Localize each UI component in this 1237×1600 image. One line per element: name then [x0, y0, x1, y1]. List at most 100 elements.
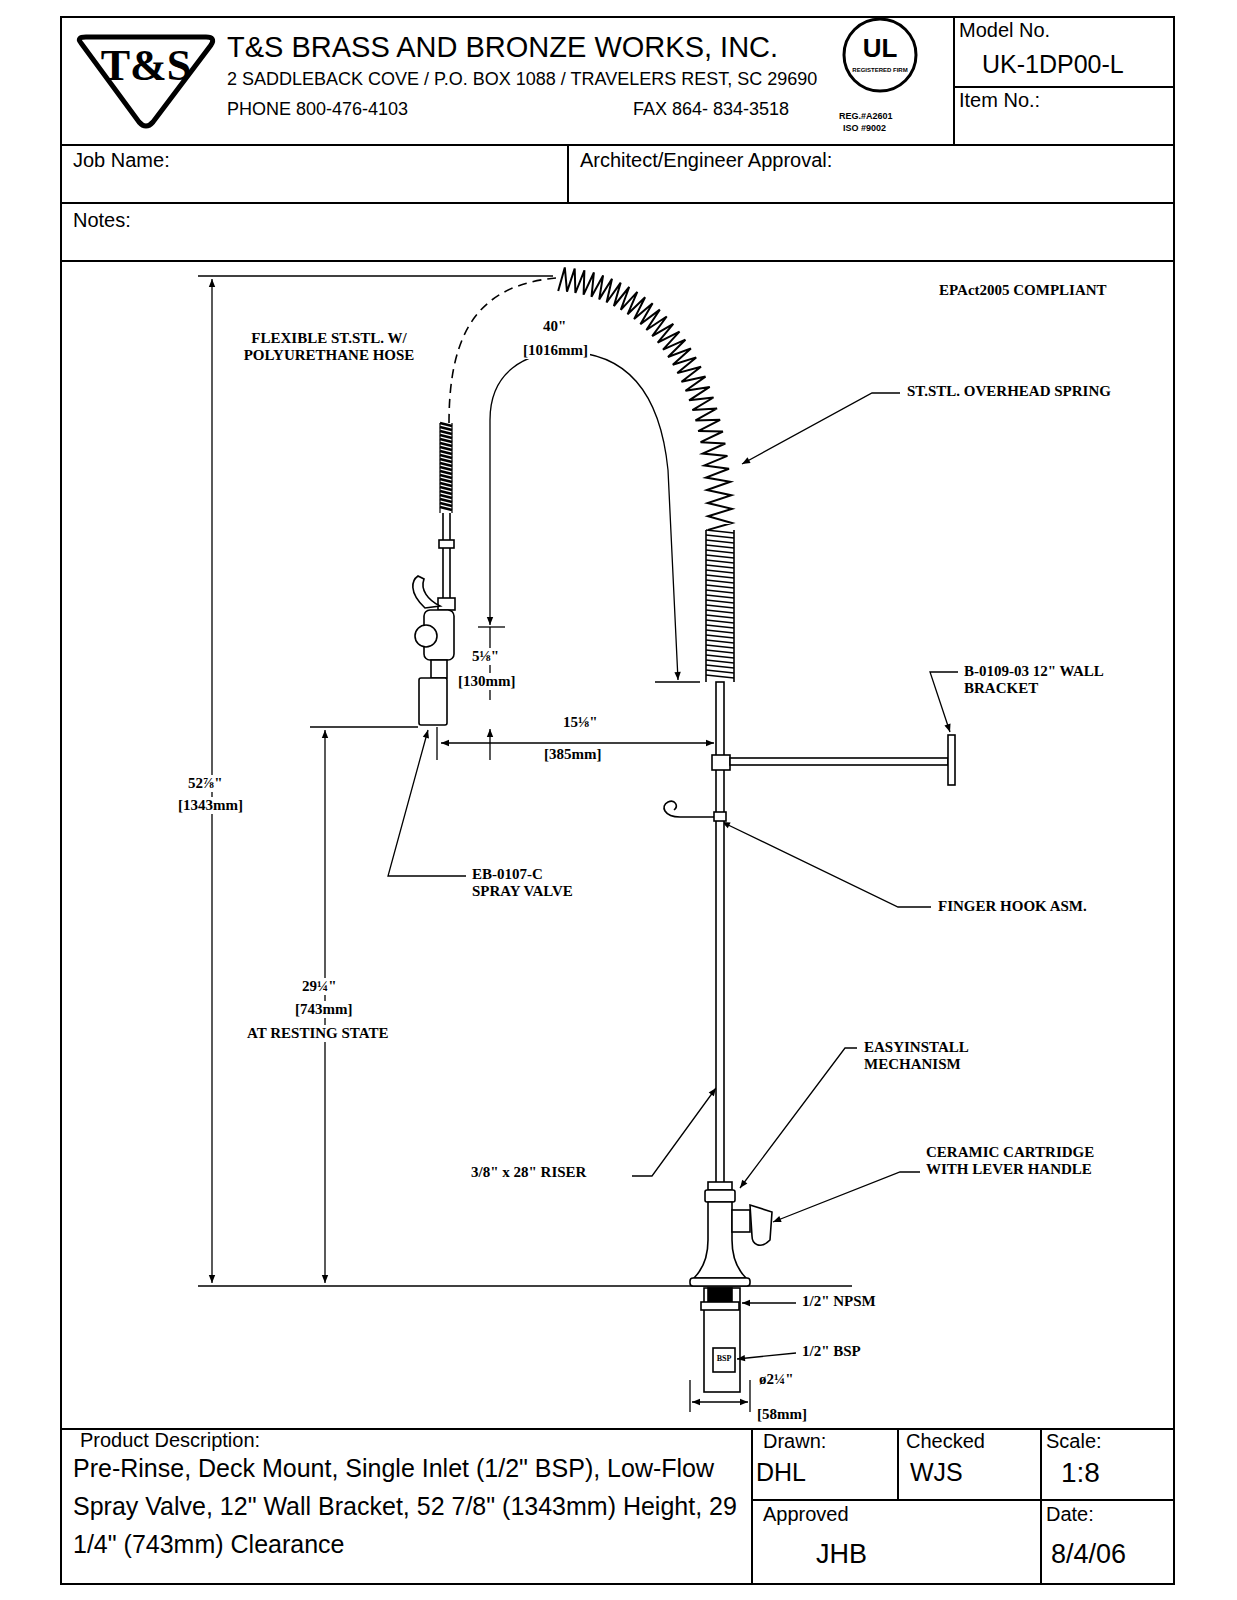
- drawing-part: [440, 491, 452, 494]
- drawing-part: [705, 1190, 735, 1202]
- drawing-part: [708, 1288, 732, 1302]
- drawing-part: [440, 443, 452, 446]
- drawing-part: [773, 1172, 920, 1222]
- text: Notes:: [73, 208, 131, 232]
- header-box: T&S BRASS AND BRONZE WORKS, INC.2 SADDLE…: [61, 17, 954, 145]
- drawing-part: [558, 267, 732, 530]
- drawing-part: [440, 459, 452, 462]
- drawing-part: [737, 1353, 796, 1359]
- drawing-part: [713, 1348, 735, 1372]
- dimension-metric: [58mm]: [755, 1406, 809, 1423]
- drawing-part: [706, 590, 734, 593]
- drawing-part: [706, 550, 734, 553]
- drawing-part: [440, 455, 452, 458]
- logo-text: T&S: [75, 40, 217, 93]
- company-name: T&S BRASS AND BRONZE WORKS, INC.: [227, 30, 778, 65]
- drawing-part: [706, 645, 734, 648]
- drawing-part: [706, 625, 734, 628]
- drawing-part: [388, 730, 466, 876]
- drawing-part: [692, 1401, 748, 1402]
- drawing-part: [1040, 1429, 1042, 1584]
- drawing-part: [706, 630, 734, 633]
- description: Pre-Rinse, Deck Mount, Single Inlet (1/2…: [73, 1449, 741, 1563]
- drawing-part: [61, 144, 1174, 146]
- drawing-part: [310, 726, 418, 727]
- part-label: ST.STL. OVERHEAD SPRING: [905, 383, 1113, 400]
- drawing-part: [740, 1048, 857, 1188]
- drawing-part: [442, 513, 444, 605]
- dimension-metric: [743mm]: [293, 1001, 354, 1018]
- drawing-part: [706, 615, 734, 618]
- drawing-part: [440, 451, 452, 454]
- drawing-part: [706, 605, 734, 608]
- drawing-part: [440, 503, 452, 506]
- drawing-part: [489, 729, 490, 760]
- thread-label: 1/2" NPSM: [800, 1293, 878, 1310]
- drawing-part: [706, 570, 734, 573]
- drawing-part: [431, 660, 447, 678]
- drawing-part: [415, 625, 437, 647]
- drawing-part: [706, 610, 734, 613]
- drawing-part: [655, 681, 700, 682]
- text: JHB: [816, 1538, 867, 1570]
- drawing-part: [706, 555, 734, 558]
- bsp-marking: BSP: [713, 1354, 735, 1364]
- text: Scale:: [1046, 1429, 1102, 1453]
- drawing-part: [954, 86, 1174, 88]
- part-label: CERAMIC CARTRIDGE WITH LEVER HANDLE: [924, 1144, 1118, 1179]
- drawing-part: [61, 17, 1174, 1584]
- text: Architect/Engineer Approval:: [580, 148, 832, 172]
- text: 1:8: [1061, 1456, 1100, 1490]
- drawing-part: [930, 672, 958, 732]
- drawing-part: [706, 640, 734, 643]
- drawing-part: [706, 560, 734, 563]
- approved-cell: ApprovedJHB: [752, 1500, 1041, 1584]
- drawing-part: [690, 1278, 750, 1286]
- drawing-part: [440, 499, 452, 502]
- drawing-part: [706, 530, 734, 533]
- drawing-part: [664, 801, 714, 817]
- drawing-part: [440, 447, 452, 450]
- leader-lines: [388, 393, 958, 1359]
- drawing-part: [413, 576, 440, 608]
- drawing-part: [706, 545, 734, 548]
- description-cell: Product Description:Pre-Rinse, Deck Moun…: [61, 1429, 752, 1584]
- date-cell: Date:8/4/06: [1041, 1500, 1174, 1584]
- drawing-part: [701, 1302, 739, 1310]
- dimension-lines: [198, 276, 852, 1412]
- registration: REG.#A2601: [839, 111, 893, 122]
- drawing-part: [732, 1210, 750, 1232]
- drawing-part: [706, 660, 734, 663]
- drawing-part: [451, 423, 452, 513]
- model-cell: Model No.UK-1DP00-L: [954, 17, 1174, 87]
- drawing-part: [419, 678, 447, 725]
- drawing-part: [706, 665, 734, 668]
- dimension-note: AT RESTING STATE: [245, 1025, 390, 1042]
- drawing-part: [742, 1302, 796, 1303]
- drawing-part: [708, 1182, 732, 1190]
- text: Model No.: [959, 18, 1050, 42]
- text: Item No.:: [959, 88, 1040, 112]
- drawing-part: [478, 626, 505, 627]
- drawing-part: [440, 471, 452, 474]
- drawing-part: [440, 423, 452, 426]
- part-label: B-0109-03 12" WALL BRACKET: [962, 663, 1106, 698]
- drawn-cell: Drawn:DHL: [752, 1429, 898, 1500]
- dimension: 5⅛": [470, 648, 501, 665]
- text: Checked: [906, 1429, 985, 1453]
- riser-assembly: [664, 682, 955, 1392]
- part-label: 3/8" x 28" RISER: [469, 1164, 588, 1181]
- drawing-part: [706, 535, 734, 538]
- drawing-part: [440, 467, 452, 470]
- part-label: EB-0107-C SPRAY VALVE: [470, 866, 586, 901]
- drawing-part: [730, 758, 948, 765]
- spring-and-hose-coils: [440, 267, 734, 682]
- drawing-part: [749, 1380, 750, 1412]
- text: Approved: [763, 1502, 849, 1526]
- iso-number: ISO #9002: [843, 123, 886, 134]
- drawing-part: [439, 540, 454, 548]
- thread-label: 1/2" BSP: [800, 1343, 863, 1360]
- drawing-part: [714, 812, 726, 821]
- drawing-part: [706, 565, 734, 568]
